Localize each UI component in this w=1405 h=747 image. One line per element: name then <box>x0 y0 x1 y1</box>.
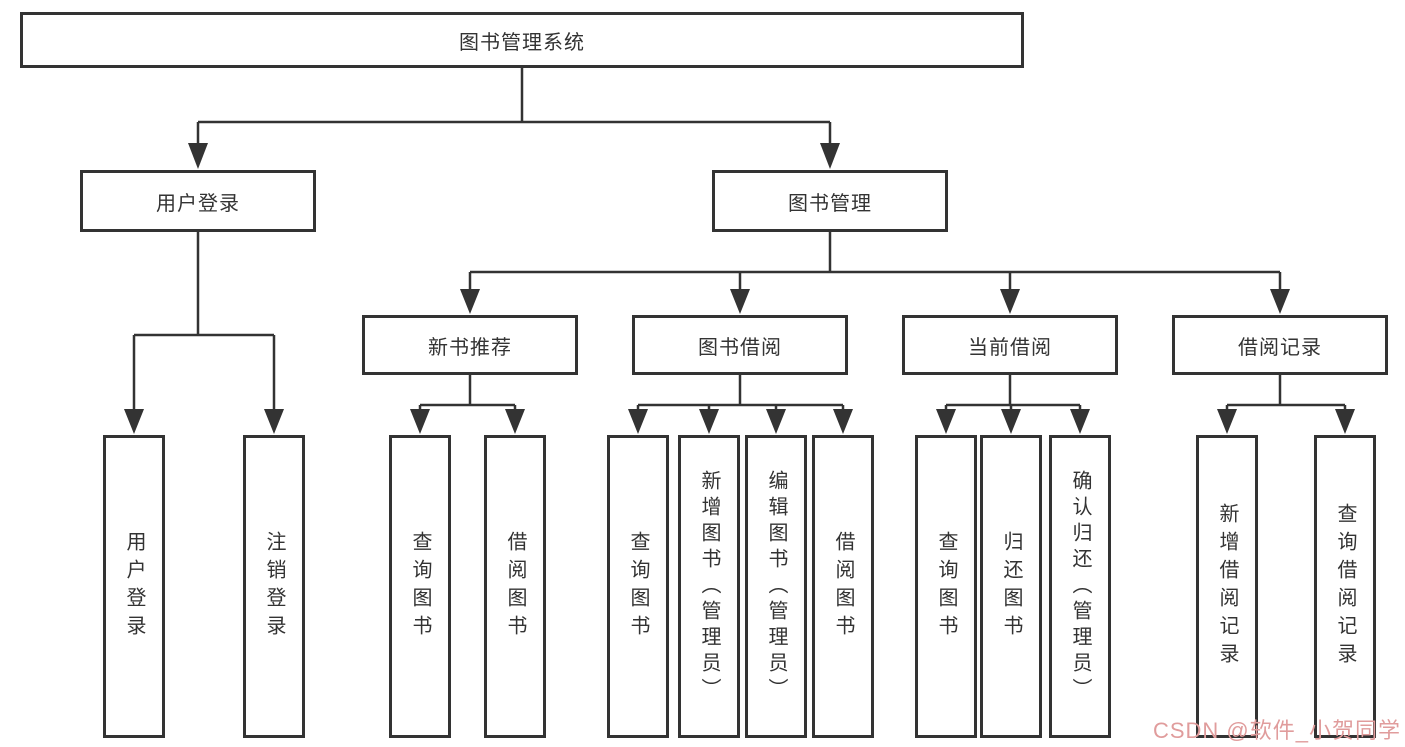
leaf-query-books-borrow: 查询图书 <box>607 435 669 738</box>
arrowheads <box>124 143 1355 434</box>
node-new-book-recommend: 新书推荐 <box>362 315 578 375</box>
node-label: 当前借阅 <box>968 336 1052 359</box>
leaf-add-borrow-record: 新增借阅记录 <box>1196 435 1258 738</box>
leaf-label: 编辑图书（管理员） <box>765 469 787 704</box>
leaf-user-login: 用户登录 <box>103 435 165 738</box>
leaf-logout: 注销登录 <box>243 435 305 738</box>
csdn-watermark: CSDN @软件_小贺同学 <box>1152 718 1401 743</box>
node-user-login: 用户登录 <box>80 170 316 232</box>
node-label: 用户登录 <box>156 192 240 215</box>
leaf-label: 注销登录 <box>263 530 285 643</box>
leaf-label: 借阅图书 <box>504 530 526 643</box>
leaf-query-books-current: 查询图书 <box>915 435 977 738</box>
leaf-label: 归还图书 <box>1000 530 1022 643</box>
leaf-edit-books-admin: 编辑图书（管理员） <box>745 435 807 738</box>
node-borrow-records: 借阅记录 <box>1172 315 1388 375</box>
leaf-label: 查询图书 <box>627 530 649 643</box>
leaf-label: 借阅图书 <box>832 530 854 643</box>
node-current-borrow: 当前借阅 <box>902 315 1118 375</box>
leaf-return-books: 归还图书 <box>980 435 1042 738</box>
leaf-label: 查询借阅记录 <box>1334 502 1356 671</box>
leaf-borrow-books-recommend: 借阅图书 <box>484 435 546 738</box>
leaf-label: 确认归还（管理员） <box>1069 469 1091 704</box>
node-label: 图书管理系统 <box>459 31 585 54</box>
node-root-system: 图书管理系统 <box>20 12 1024 68</box>
leaf-label: 查询图书 <box>409 530 431 643</box>
leaf-query-books-recommend: 查询图书 <box>389 435 451 738</box>
node-book-management: 图书管理 <box>712 170 948 232</box>
node-book-borrow: 图书借阅 <box>632 315 848 375</box>
leaf-label: 新增图书（管理员） <box>698 469 720 704</box>
node-label: 借阅记录 <box>1238 336 1322 359</box>
node-label: 新书推荐 <box>428 336 512 359</box>
leaf-label: 新增借阅记录 <box>1216 502 1238 671</box>
leaf-borrow-books: 借阅图书 <box>812 435 874 738</box>
leaf-add-books-admin: 新增图书（管理员） <box>678 435 740 738</box>
leaf-query-borrow-record: 查询借阅记录 <box>1314 435 1376 738</box>
leaf-confirm-return-admin: 确认归还（管理员） <box>1049 435 1111 738</box>
leaf-label: 查询图书 <box>935 530 957 643</box>
node-label: 图书借阅 <box>698 336 782 359</box>
leaf-label: 用户登录 <box>123 530 145 643</box>
node-label: 图书管理 <box>788 192 872 215</box>
